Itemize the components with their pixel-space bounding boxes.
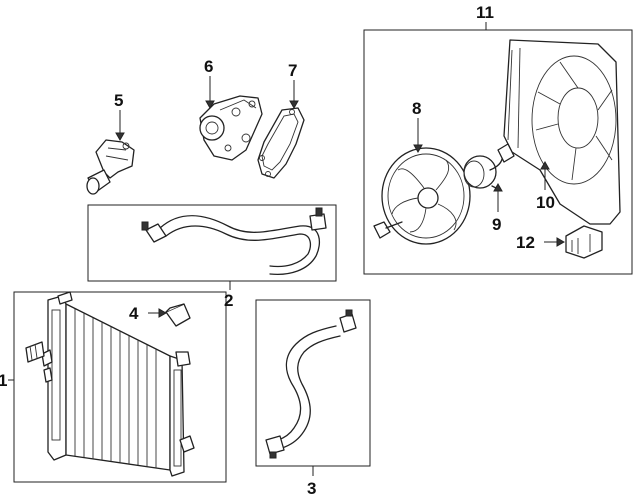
callout-3: 3 xyxy=(307,479,316,498)
radiator-icon xyxy=(41,291,195,477)
callout-8: 8 xyxy=(412,99,421,118)
radiator-drain-fitting-icon xyxy=(25,341,45,363)
callout-12: 12 xyxy=(516,233,535,252)
resistor-icon xyxy=(565,225,603,259)
fan-motor-icon xyxy=(463,143,515,191)
callout-9: 9 xyxy=(492,215,501,234)
callout-10: 10 xyxy=(536,193,555,212)
callout-5: 5 xyxy=(114,91,123,110)
gasket-icon xyxy=(257,107,305,179)
lower-hose-icon xyxy=(265,309,357,459)
radiator-cap-icon xyxy=(165,303,191,327)
thermostat-housing-icon xyxy=(86,139,135,195)
upper-hose-group-box xyxy=(87,204,337,282)
upper-hose-icon xyxy=(141,207,327,276)
fan-blade-icon xyxy=(381,147,471,245)
fan-shroud-icon xyxy=(503,39,621,225)
callout-2: 2 xyxy=(224,291,233,310)
fan-assembly-group-box xyxy=(363,29,633,275)
bolt-icon xyxy=(373,221,403,239)
leader-arrowheads xyxy=(115,100,566,318)
callout-7: 7 xyxy=(288,61,297,80)
water-pump-icon xyxy=(199,95,263,161)
radiator-group-box xyxy=(13,291,227,483)
callout-11: 11 xyxy=(476,3,494,22)
callout-6: 6 xyxy=(204,57,213,76)
callout-1: 1 xyxy=(0,371,7,390)
callout-4: 4 xyxy=(129,304,139,323)
